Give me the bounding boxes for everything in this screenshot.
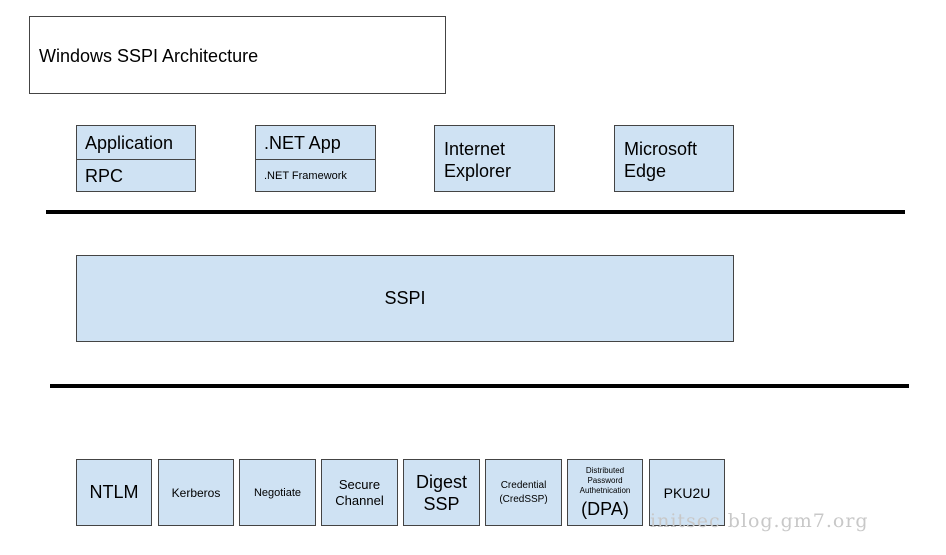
microsoft-edge-box: Microsoft Edge xyxy=(614,125,734,192)
provider-ntlm-label: NTLM xyxy=(89,482,139,502)
internet-explorer-label-2: Explorer xyxy=(444,161,512,181)
rpc-label: RPC xyxy=(85,166,124,186)
provider-dpa-label-4: (DPA) xyxy=(581,498,629,519)
sspi-label: SSPI xyxy=(384,288,426,308)
internet-explorer-box: Internet Explorer xyxy=(434,125,555,192)
diagram-title-box: Windows SSPI Architecture xyxy=(29,16,446,94)
provider-ntlm: NTLM xyxy=(76,459,152,526)
provider-negotiate-label: Negotiate xyxy=(253,486,302,499)
provider-kerberos-label: Kerberos xyxy=(171,485,221,500)
internet-explorer-label-1: Internet xyxy=(444,139,506,159)
provider-credssp-label-2: (CredSSP) xyxy=(499,493,548,505)
diagram-title: Windows SSPI Architecture xyxy=(39,46,259,66)
dotnet-divider xyxy=(256,159,375,160)
dotnet-app-label: .NET App xyxy=(264,133,341,153)
provider-secure-channel: Secure Channel xyxy=(321,459,398,526)
provider-digest-ssp: Digest SSP xyxy=(403,459,480,526)
provider-dpa-label-1: Distributed xyxy=(585,465,625,475)
provider-kerberos: Kerberos xyxy=(158,459,234,526)
microsoft-edge-label-2: Edge xyxy=(624,161,667,181)
application-divider xyxy=(77,159,195,160)
provider-dpa-label-2: Password xyxy=(587,475,623,485)
application-label: Application xyxy=(85,133,174,153)
layer-separator-top xyxy=(46,210,905,214)
provider-digest-label-2: SSP xyxy=(423,493,460,514)
sspi-box: SSPI xyxy=(76,255,734,342)
dotnet-app-box: .NET App .NET Framework xyxy=(255,125,376,192)
dotnet-framework-label: .NET Framework xyxy=(264,170,347,182)
provider-credssp: Credential (CredSSP) xyxy=(485,459,562,526)
provider-dpa: Distributed Password Authetnication (DPA… xyxy=(567,459,643,526)
watermark: initsec blog.gm7.org xyxy=(650,510,869,532)
provider-secure-channel-label-2: Channel xyxy=(335,492,384,508)
layer-separator-bottom xyxy=(50,384,909,388)
provider-credssp-label-1: Credential xyxy=(500,479,547,491)
provider-secure-channel-label-1: Secure xyxy=(338,476,381,492)
provider-pku2u: PKU2U xyxy=(649,459,725,526)
microsoft-edge-label-1: Microsoft xyxy=(624,139,698,159)
provider-digest-label-1: Digest xyxy=(415,471,468,492)
application-rpc-box: Application RPC xyxy=(76,125,196,192)
provider-dpa-label-3: Authetnication xyxy=(579,485,631,495)
provider-pku2u-label: PKU2U xyxy=(663,484,711,501)
provider-negotiate: Negotiate xyxy=(239,459,316,526)
